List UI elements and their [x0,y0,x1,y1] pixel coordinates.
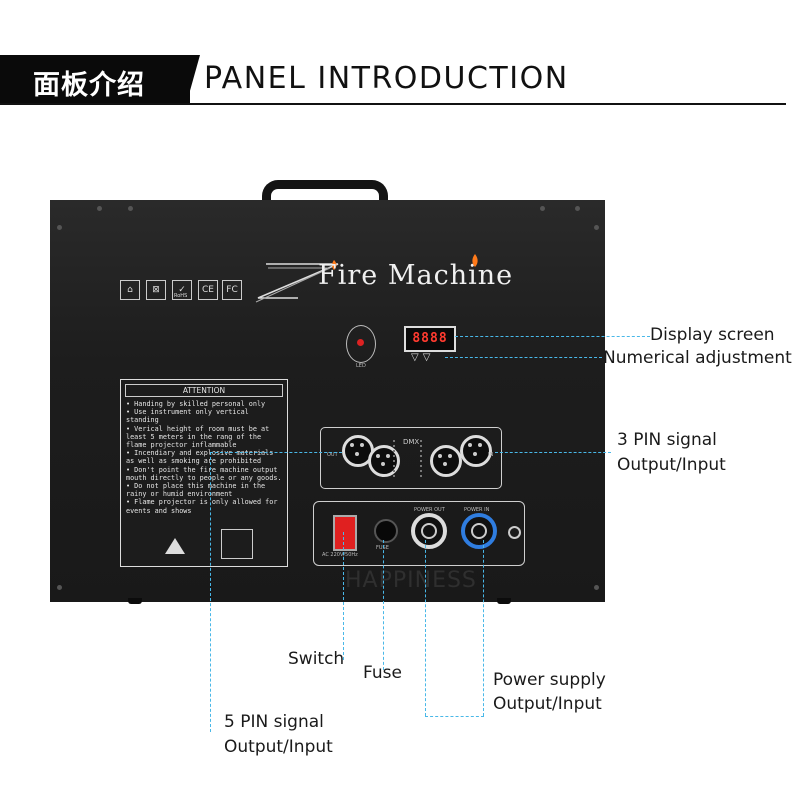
ce-icon: CE [198,280,218,300]
in-label: IN [488,452,494,458]
ground-terminal [508,526,521,539]
house-icon: ⌂ [120,280,140,300]
power-in-connector[interactable] [461,513,497,549]
label-switch: Switch [288,649,345,669]
brand-z-logo [255,260,339,303]
leader-numerical [445,357,602,358]
attention-body: • Handing by skilled personal only • Use… [126,400,282,515]
fire-warning-icon [221,529,253,559]
screw [57,225,62,230]
fuse-holder[interactable] [374,519,398,543]
xlr-5pin-in[interactable] [460,435,492,467]
attention-label: ATTENTION • Handing by skilled personal … [120,379,288,567]
warning-icon [165,538,185,554]
label-5pin-line2: Output/Input [224,737,333,757]
power-panel [313,501,525,566]
screw [594,585,599,590]
leader-display [455,336,650,337]
flame-icon [472,254,478,267]
dmx-panel [320,427,502,489]
screw [594,225,599,230]
weee-icon: ⊠ [146,280,166,300]
label-fuse: Fuse [363,663,402,683]
label-3pin-line1: 3 PIN signal [617,430,717,450]
power-switch[interactable] [333,515,357,551]
screw [57,585,62,590]
label-numerical-adjustment: Numerical adjustment [603,348,792,368]
xlr-3pin-in[interactable] [430,445,462,477]
header-underline [0,103,786,105]
label-3pin-line2: Output/Input [617,455,726,475]
xlr-3pin-out[interactable] [368,445,400,477]
fuse-text: FUSE [376,545,389,551]
check-icon: ✓ [172,280,192,300]
screw [540,206,545,211]
fc-icon: FC [222,280,242,300]
leader-5pin-v [210,452,211,732]
leader-3pin [495,452,611,453]
brand-title: Fire Machine [318,260,514,291]
leader-5pin-h [210,452,342,453]
power-out-connector[interactable] [411,513,447,549]
power-out-text: POWER OUT [414,507,445,513]
leader-switch-v [343,532,344,660]
display-screen: 8888 [404,326,456,352]
out-label: OUT [327,452,338,458]
attention-heading: ATTENTION [125,384,283,397]
leader-power-h [425,716,484,717]
dmx-label: DMX [403,437,419,447]
power-in-text: POWER IN [464,507,490,513]
screw [97,206,102,211]
machine-foot [128,598,142,604]
led-indicator [346,325,376,363]
leader-fuse-v [383,540,384,670]
led-strip [393,440,395,480]
voltage-label: AC 220V/50Hz [322,552,358,558]
header-black-band [0,55,190,105]
header-title-en: PANEL INTRODUCTION [204,61,569,96]
leader-power-out-v [425,540,426,716]
screw [575,206,580,211]
rohs-text: RoHS [174,293,188,299]
led-strip [420,440,422,480]
label-5pin-line1: 5 PIN signal [224,712,324,732]
label-power-line1: Power supply [493,670,606,690]
led-label: LED [356,363,366,369]
machine-foot [497,598,511,604]
header-notch [186,55,200,105]
adjust-buttons[interactable]: ▽▽ [411,352,435,363]
label-power-line2: Output/Input [493,694,602,714]
screw [128,206,133,211]
label-display-screen: Display screen [650,325,775,345]
leader-power-in-v [483,540,484,716]
header-title-cn: 面板介绍 [33,70,145,101]
watermark-text: HAPPINESS [345,568,477,593]
